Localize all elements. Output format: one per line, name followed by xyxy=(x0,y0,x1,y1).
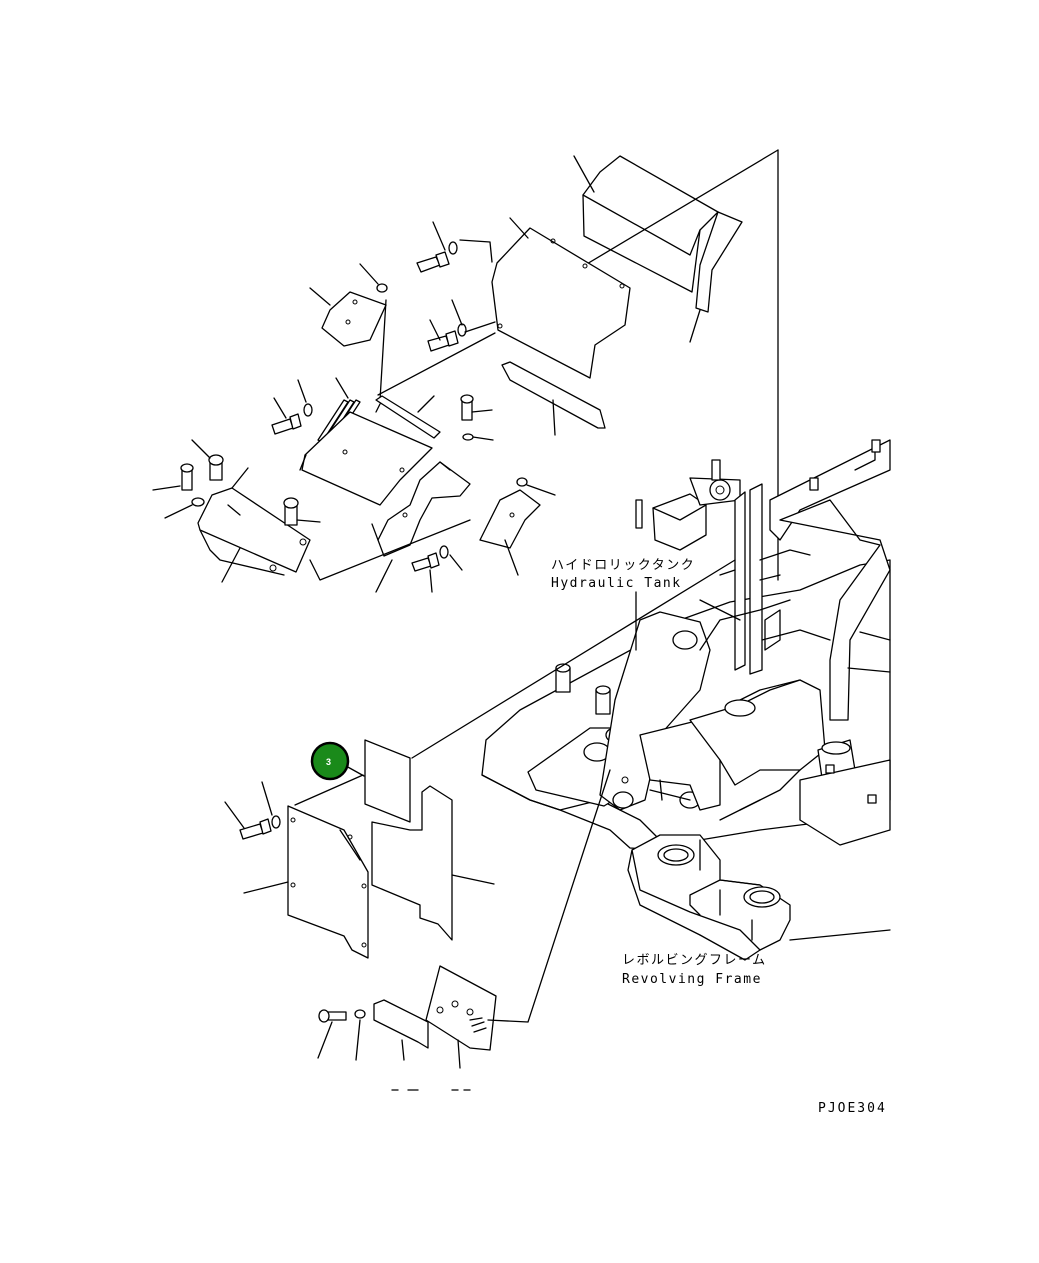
revolving-frame xyxy=(481,439,891,961)
hydraulic-tank-label-en: Hydraulic Tank xyxy=(551,576,682,591)
revolving-frame-label-en: Revolving Frame xyxy=(622,972,762,987)
revolving-frame-label-jp: レボルビングフレーム xyxy=(622,953,767,968)
callout-number: 3 xyxy=(326,757,331,767)
callout-badge-3[interactable]: 3 xyxy=(310,741,350,781)
hydraulic-tank-label-jp: ハイドロリックタンク xyxy=(551,558,695,573)
revolving-frame-label-group: レボルビングフレーム Revolving Frame xyxy=(622,953,767,987)
hydraulic-tank-label-group: ハイドロリックタンク Hydraulic Tank xyxy=(551,558,695,651)
upper-cover-group xyxy=(152,149,779,593)
callout-circle[interactable] xyxy=(310,741,350,781)
drawing-code: PJOE304 xyxy=(818,1101,887,1116)
lower-cover-group xyxy=(224,559,736,1091)
